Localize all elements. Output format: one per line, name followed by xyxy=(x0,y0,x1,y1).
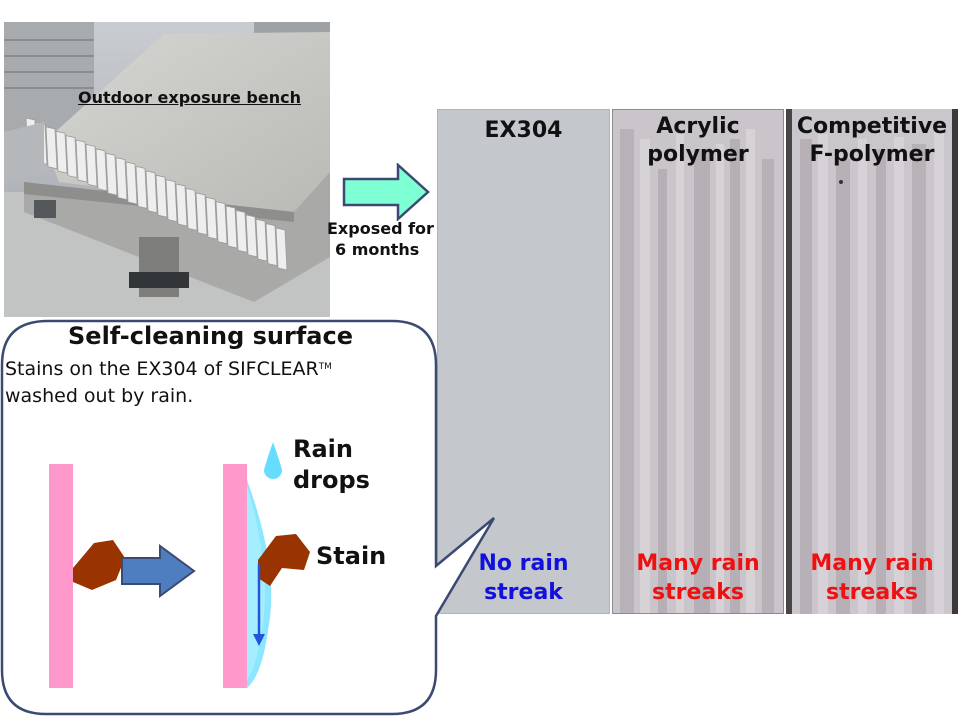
specimen-plate xyxy=(55,130,68,174)
specimen-plate xyxy=(155,174,168,218)
panel-title: EX304 xyxy=(484,118,563,143)
panel-title-line-1: Acrylic xyxy=(656,114,740,139)
result-line-1: No rain xyxy=(478,551,569,576)
specimen-plate xyxy=(225,205,238,249)
specimen-plate xyxy=(255,218,268,262)
specimen-plate xyxy=(275,227,288,271)
rain-label-line-2: drops xyxy=(293,466,370,494)
specimen-plate xyxy=(95,148,108,192)
exposure-line-2: 6 months xyxy=(335,240,420,259)
specimen-plate xyxy=(75,139,88,183)
panel-result: No rain streak xyxy=(437,549,610,607)
surface-after xyxy=(223,464,247,688)
specimen-plate xyxy=(195,192,208,236)
callout-description: Stains on the EX304 of SIFCLEARTM washed… xyxy=(5,354,332,410)
specimen-plate xyxy=(45,126,58,170)
specimen-plate xyxy=(235,209,248,253)
specimen-plate xyxy=(165,179,178,223)
stain-label: Stain xyxy=(316,542,387,570)
specimen-plate xyxy=(145,170,158,214)
specimen-plate xyxy=(125,161,138,205)
photo-label: Outdoor exposure bench xyxy=(78,88,301,107)
specimen-plate xyxy=(215,201,228,245)
desc-line-1: Stains on the EX304 of SIFCLEARTM xyxy=(5,354,332,383)
transition-arrow xyxy=(121,544,196,598)
surface-before xyxy=(49,464,73,688)
stain-before xyxy=(73,540,125,590)
specimen-plate xyxy=(135,165,148,209)
panel-ex304: EX304 No rain streak xyxy=(437,109,610,614)
specimen-plate xyxy=(115,157,128,201)
panel-title-line-1: Competitive xyxy=(796,114,948,139)
rain-drops-label: Rain drops xyxy=(293,434,370,496)
specimen-plate xyxy=(265,223,278,267)
specimen-plate xyxy=(175,183,188,227)
rain-label-line-1: Rain xyxy=(293,435,353,463)
result-line-1: Many rain xyxy=(636,551,760,576)
specimen-plate xyxy=(185,187,198,231)
panel-acrylic-polymer: Acrylic polymer Many rain streaks xyxy=(612,109,784,614)
desc-line-1-text: Stains on the EX304 of SIFCLEAR xyxy=(5,358,319,380)
exposure-line-1: Exposed for xyxy=(327,219,434,238)
callout-title: Self-cleaning surface xyxy=(68,322,353,350)
specimen-plate xyxy=(245,214,258,258)
specimen-plate xyxy=(65,135,78,179)
rain-drop xyxy=(264,442,282,479)
self-cleaning-diagram xyxy=(49,442,310,688)
panel-competitive-f-polymer: Competitive F-polymer Many rain streaks xyxy=(786,109,958,614)
exposure-bench-photo xyxy=(4,22,330,317)
result-line-2: streaks xyxy=(652,580,744,605)
result-line-1: Many rain xyxy=(810,551,934,576)
stain-after xyxy=(258,534,310,586)
desc-line-2: washed out by rain. xyxy=(5,385,194,407)
panel-title-line-2: polymer xyxy=(647,142,749,167)
result-line-2: streaks xyxy=(826,580,918,605)
specimen-plate xyxy=(105,152,118,196)
exposure-arrow xyxy=(342,163,430,221)
specimen-plate xyxy=(205,196,218,240)
result-line-2: streak xyxy=(484,580,563,605)
panel-result: Many rain streaks xyxy=(786,549,958,607)
panel-title-line-2: F-polymer xyxy=(809,142,935,167)
panel-result: Many rain streaks xyxy=(612,549,784,607)
trademark-mark: TM xyxy=(318,362,332,372)
specimen-plate xyxy=(85,143,98,187)
exposure-duration: Exposed for 6 months xyxy=(327,218,447,260)
